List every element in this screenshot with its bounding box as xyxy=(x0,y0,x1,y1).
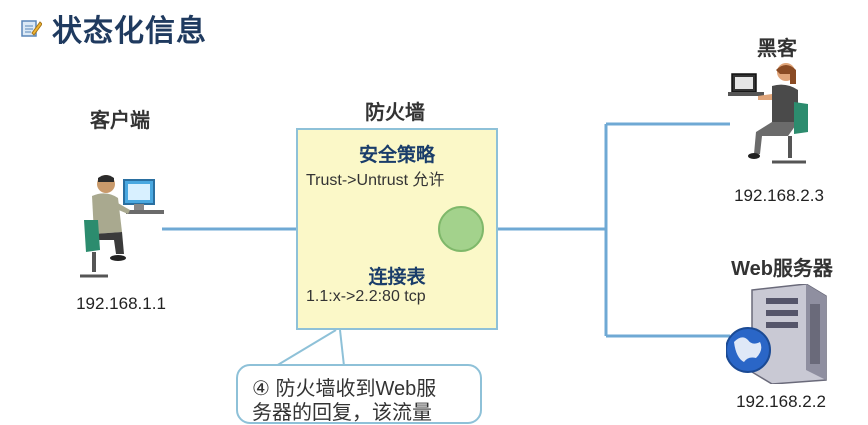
hacker-label: 黑客 xyxy=(757,38,797,60)
callout-note: ④ 防火墙收到Web服 务器的回复，该流量 xyxy=(236,364,482,424)
web-server-label: Web服务器 xyxy=(731,258,833,280)
client-label: 客户端 xyxy=(90,110,150,132)
firewall-box: 安全策略 Trust->Untrust 允许 连接表 1.1:x->2.2:80… xyxy=(296,128,498,330)
status-indicator xyxy=(438,206,484,252)
hacker-user-icon xyxy=(728,63,808,164)
policy-heading: 安全策略 xyxy=(358,145,435,166)
edit-note-icon xyxy=(21,20,42,37)
client-user-icon xyxy=(80,175,164,278)
connection-entry: 1.1:x->2.2:80 tcp xyxy=(306,288,426,305)
web-server-icon xyxy=(726,284,827,384)
policy-rule: Trust->Untrust 允许 xyxy=(306,172,445,189)
callout-line-1: ④ 防火墙收到Web服 xyxy=(252,378,437,400)
callout-pointer-right xyxy=(339,329,345,367)
page-title: 状态化信息 xyxy=(52,15,207,48)
callout-line-2: 务器的回复，该流量 xyxy=(252,402,432,424)
hacker-ip: 192.168.2.3 xyxy=(734,186,824,205)
web-server-ip: 192.168.2.2 xyxy=(736,392,826,411)
callout-pointer-left xyxy=(275,329,337,367)
client-ip: 192.168.1.1 xyxy=(76,294,166,313)
firewall-label: 防火墙 xyxy=(365,102,425,124)
title-bar: 状态化信息 xyxy=(20,8,207,48)
connection-table-heading: 连接表 xyxy=(368,267,426,288)
connection-lines xyxy=(162,122,730,367)
